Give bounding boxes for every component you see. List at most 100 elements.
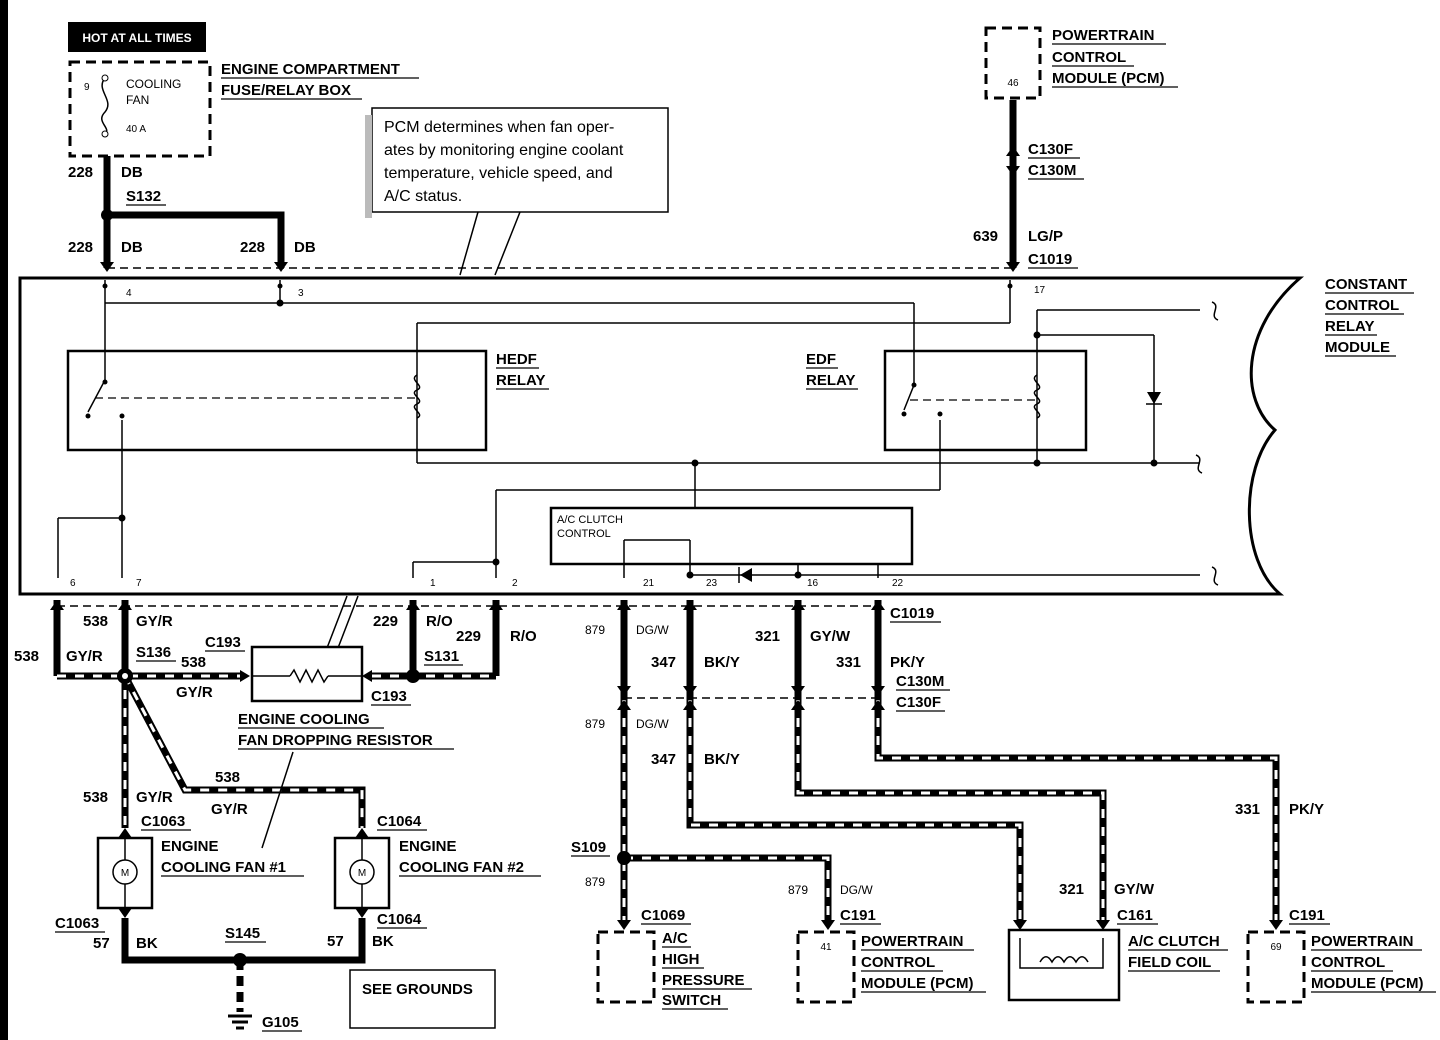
svg-text:7: 7	[136, 578, 142, 589]
ground-wires: C1063 57 BK S145 57 BK C1064 G105	[55, 911, 427, 1032]
svg-text:GY/R: GY/R	[66, 648, 103, 665]
see-grounds-label: SEE GROUNDS	[362, 981, 473, 998]
svg-text:POWERTRAIN: POWERTRAIN	[1052, 27, 1155, 44]
svg-text:C1064: C1064	[377, 813, 422, 830]
svg-text:3: 3	[298, 288, 304, 299]
svg-text:331: 331	[1235, 801, 1260, 818]
svg-text:ENGINE COOLING: ENGINE COOLING	[238, 711, 370, 728]
svg-text:22: 22	[892, 578, 904, 589]
svg-text:ates by monitoring engine cool: ates by monitoring engine coolant	[384, 142, 624, 159]
motor-icon	[112, 859, 138, 885]
svg-text:ENGINE COMPARTMENT: ENGINE COMPARTMENT	[221, 61, 400, 78]
svg-text:DG/W: DG/W	[636, 623, 669, 637]
svg-text:POWERTRAIN: POWERTRAIN	[861, 933, 964, 950]
svg-text:COOLING FAN #2: COOLING FAN #2	[399, 859, 524, 876]
svg-text:2: 2	[512, 578, 518, 589]
svg-text:temperature, vehicle speed, an: temperature, vehicle speed, and	[384, 165, 613, 182]
svg-text:69: 69	[1270, 942, 1282, 953]
svg-text:C193: C193	[371, 688, 407, 705]
svg-text:FIELD COIL: FIELD COIL	[1128, 954, 1211, 971]
svg-text:6: 6	[70, 578, 76, 589]
svg-text:347: 347	[651, 654, 676, 671]
svg-text:BK: BK	[136, 935, 158, 952]
svg-text:LG/P: LG/P	[1028, 228, 1063, 245]
svg-text:57: 57	[327, 933, 344, 950]
svg-text:MODULE (PCM): MODULE (PCM)	[861, 975, 974, 992]
note-box: PCM determines when fan oper- ates by mo…	[365, 107, 669, 276]
svg-text:17: 17	[1034, 285, 1046, 296]
svg-text:C161: C161	[1117, 907, 1153, 924]
left-bottom-wires: 538 GY/R 538 GY/R S136 C193 538 GY/R 229…	[14, 600, 537, 828]
svg-text:879: 879	[788, 883, 808, 897]
svg-text:GY/R: GY/R	[211, 801, 248, 818]
fuse-relay-box: 9 COOLING FAN 40 A ENGINE COMPARTMENT FU…	[68, 60, 419, 158]
svg-text:4: 4	[126, 288, 132, 299]
svg-text:C130M: C130M	[1028, 162, 1076, 179]
svg-text:DB: DB	[121, 239, 143, 256]
svg-text:16: 16	[807, 578, 819, 589]
svg-text:C193: C193	[205, 634, 241, 651]
svg-text:R/O: R/O	[426, 613, 453, 630]
svg-text:EDF: EDF	[806, 351, 836, 368]
svg-text:R/O: R/O	[510, 628, 537, 645]
ac-clutch-field-coil: A/C CLUTCH FIELD COIL	[1007, 928, 1228, 1002]
hot-label: HOT AT ALL TIMES	[82, 31, 191, 45]
svg-text:BK/Y: BK/Y	[704, 751, 740, 768]
svg-text:MODULE (PCM): MODULE (PCM)	[1052, 70, 1165, 87]
svg-text:A/C status.: A/C status.	[384, 188, 462, 205]
svg-text:MODULE (PCM): MODULE (PCM)	[1311, 975, 1424, 992]
svg-text:MODULE: MODULE	[1325, 339, 1390, 356]
svg-text:57: 57	[93, 935, 110, 952]
svg-text:C1063: C1063	[141, 813, 185, 830]
pcm-69: 69 POWERTRAIN CONTROL MODULE (PCM)	[1246, 930, 1436, 1004]
svg-text:BK: BK	[372, 933, 394, 950]
svg-text:C130M: C130M	[896, 673, 944, 690]
svg-text:CONTROL: CONTROL	[557, 528, 611, 540]
svg-text:228: 228	[68, 239, 93, 256]
svg-text:331: 331	[836, 654, 861, 671]
svg-text:M: M	[121, 868, 129, 879]
svg-text:S109: S109	[571, 839, 606, 856]
svg-text:GY/R: GY/R	[136, 613, 173, 630]
svg-text:ENGINE: ENGINE	[161, 838, 219, 855]
svg-text:ENGINE: ENGINE	[399, 838, 457, 855]
svg-text:879: 879	[585, 717, 605, 731]
scan-edge	[0, 0, 8, 1040]
svg-text:CONTROL: CONTROL	[1052, 49, 1126, 66]
edf-relay: EDF RELAY	[806, 349, 1088, 452]
svg-text:321: 321	[755, 628, 780, 645]
svg-text:23: 23	[706, 578, 718, 589]
svg-text:228: 228	[68, 164, 93, 181]
right-bottom-wires: 879 DG/W 347 BK/Y 321 GY/W 331 PK/Y C101…	[571, 600, 1330, 930]
pcm-41: 41 POWERTRAIN CONTROL MODULE (PCM)	[796, 930, 986, 1004]
svg-text:FAN DROPPING RESISTOR: FAN DROPPING RESISTOR	[238, 732, 433, 749]
svg-text:SWITCH: SWITCH	[662, 992, 721, 1009]
engine-cooling-fan-1: M ENGINE COOLING FAN #1 538 GY/R C1063	[83, 789, 304, 918]
svg-text:RELAY: RELAY	[806, 372, 855, 389]
svg-text:HIGH: HIGH	[662, 951, 700, 968]
svg-text:PK/Y: PK/Y	[1289, 801, 1324, 818]
pcm-top: 46 POWERTRAIN CONTROL MODULE (PCM)	[984, 26, 1178, 100]
svg-text:POWERTRAIN: POWERTRAIN	[1311, 933, 1414, 950]
svg-text:G105: G105	[262, 1014, 299, 1031]
svg-text:9: 9	[84, 82, 90, 93]
svg-text:DG/W: DG/W	[636, 717, 669, 731]
svg-text:A/C: A/C	[662, 930, 688, 947]
hedf-relay: HEDF RELAY	[66, 349, 549, 452]
svg-text:A/C CLUTCH: A/C CLUTCH	[557, 514, 623, 526]
svg-text:C130F: C130F	[1028, 141, 1073, 158]
svg-text:M: M	[358, 868, 366, 879]
svg-text:C1069: C1069	[641, 907, 685, 924]
svg-text:RELAY: RELAY	[1325, 318, 1374, 335]
svg-text:DG/W: DG/W	[840, 883, 873, 897]
svg-text:C191: C191	[1289, 907, 1325, 924]
svg-text:GY/R: GY/R	[176, 684, 213, 701]
svg-text:228: 228	[240, 239, 265, 256]
svg-text:C130F: C130F	[896, 694, 941, 711]
hot-label-box	[68, 22, 206, 52]
svg-text:COOLING: COOLING	[126, 77, 181, 91]
svg-text:538: 538	[215, 769, 240, 786]
svg-text:CONTROL: CONTROL	[1311, 954, 1385, 971]
svg-text:BK/Y: BK/Y	[704, 654, 740, 671]
